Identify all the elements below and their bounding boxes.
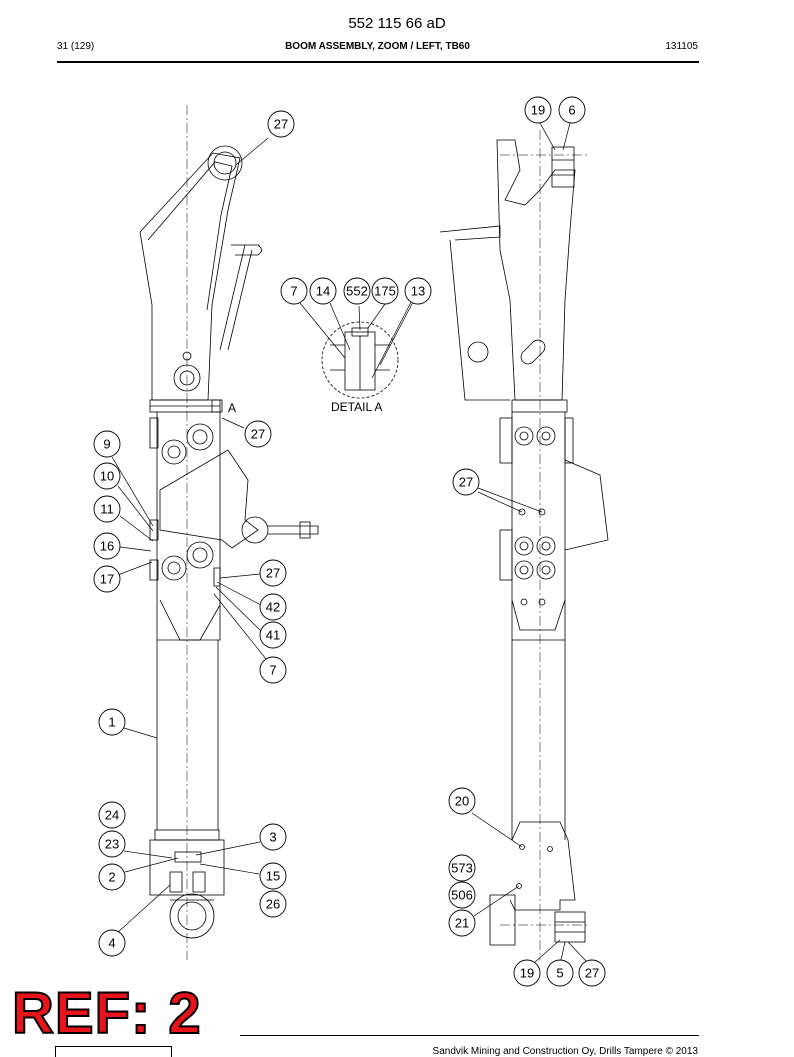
callout-number: 14 (316, 284, 330, 299)
callout-balloon (448, 881, 476, 909)
callout-balloon (98, 863, 126, 891)
right-bottom-pin (554, 911, 586, 943)
callout-number: 3 (269, 830, 276, 845)
callout-number: 10 (100, 469, 114, 484)
callout-number: 16 (100, 539, 114, 554)
header-divider (57, 61, 699, 63)
callout-number: 5 (556, 966, 563, 981)
document-code: 131105 (665, 41, 698, 52)
callout-balloon (93, 430, 121, 458)
detail-a-circle (321, 321, 399, 399)
right-top-pin (551, 146, 575, 188)
callout-number: 15 (266, 869, 280, 884)
callout-number: 26 (266, 897, 280, 912)
callout-balloon (259, 593, 287, 621)
callout-number: 4 (108, 936, 115, 951)
callout-number: 13 (411, 284, 425, 299)
company-logo (55, 1046, 172, 1057)
callout-balloon (93, 532, 121, 560)
callout-balloon (259, 823, 287, 851)
left-top-pin (207, 145, 243, 181)
callout-balloon (558, 96, 586, 124)
callout-balloon (448, 854, 476, 882)
callout-balloon (98, 830, 126, 858)
callout-number: 11 (100, 502, 114, 517)
page-title: BOOM ASSEMBLY, ZOOM / LEFT, TB60 (285, 41, 470, 52)
left-side-plate (159, 449, 259, 549)
callout-number: 1 (108, 715, 115, 730)
callout-balloon (371, 277, 399, 305)
callout-balloon (93, 565, 121, 593)
callout-number: 573 (451, 861, 473, 876)
callout-number: 6 (568, 103, 575, 118)
callout-balloon (578, 959, 606, 987)
callout-balloon (448, 909, 476, 937)
callout-balloon (448, 787, 476, 815)
callout-number: 19 (520, 966, 534, 981)
callout-number: 42 (266, 600, 280, 615)
callout-number: 20 (455, 794, 469, 809)
callout-balloon (259, 890, 287, 918)
right-side-box (564, 459, 609, 551)
callout-balloon (259, 559, 287, 587)
callout-number: 7 (290, 284, 297, 299)
callout-number: 24 (105, 808, 119, 823)
left-top-bracket (139, 152, 241, 401)
callout-number: 19 (531, 103, 545, 118)
callout-balloon (93, 462, 121, 490)
callout-number: 23 (105, 837, 119, 852)
callout-number: 9 (103, 437, 110, 452)
callout-balloon (98, 708, 126, 736)
right-top-bracket (496, 139, 576, 401)
callout-number: 27 (585, 966, 599, 981)
document-number: 552 115 66 aD (348, 15, 446, 32)
callout-balloon (280, 277, 308, 305)
callout-balloon (98, 929, 126, 957)
callout-number: 552 (346, 284, 368, 299)
callout-number: 175 (374, 284, 396, 299)
callout-balloon (343, 277, 371, 305)
callout-number: 27 (251, 427, 265, 442)
callout-balloon (244, 420, 272, 448)
callout-balloon (267, 110, 295, 138)
callout-balloon (546, 959, 574, 987)
callout-balloon (259, 621, 287, 649)
callout-number: 41 (266, 628, 280, 643)
callout-number: 27 (266, 566, 280, 581)
callout-number: 2 (108, 870, 115, 885)
page-number: 31 (129) (57, 41, 95, 52)
callout-balloon (404, 277, 432, 305)
header-row: 31 (129) BOOM ASSEMBLY, ZOOM / LEFT, TB6… (57, 41, 698, 55)
left-housing (156, 412, 221, 641)
callout-balloon (524, 96, 552, 124)
footer-copyright: Sandvik Mining and Construction Oy, Dril… (432, 1046, 698, 1057)
callout-balloon (98, 801, 126, 829)
callout-balloon (259, 656, 287, 684)
callout-number: 27 (274, 117, 288, 132)
callout-number: 7 (269, 663, 276, 678)
right-lower-clamp (509, 821, 576, 911)
callout-balloon (452, 468, 480, 496)
detail-marker: A (228, 401, 236, 415)
callout-number: 27 (459, 475, 473, 490)
left-bottom-pin (169, 893, 215, 939)
detail-title: DETAIL A (331, 400, 382, 414)
left-swivel-joint (241, 516, 269, 544)
callout-number: 21 (455, 916, 469, 931)
callout-number: 506 (451, 888, 473, 903)
right-housing (511, 412, 566, 641)
footer-divider (240, 1035, 699, 1036)
callout-number: 17 (100, 572, 114, 587)
callout-balloon (309, 277, 337, 305)
callout-balloon (93, 495, 121, 523)
callout-balloon (259, 862, 287, 890)
reference-stamp: REF: 2 (11, 981, 202, 1046)
callout-balloon (513, 959, 541, 987)
